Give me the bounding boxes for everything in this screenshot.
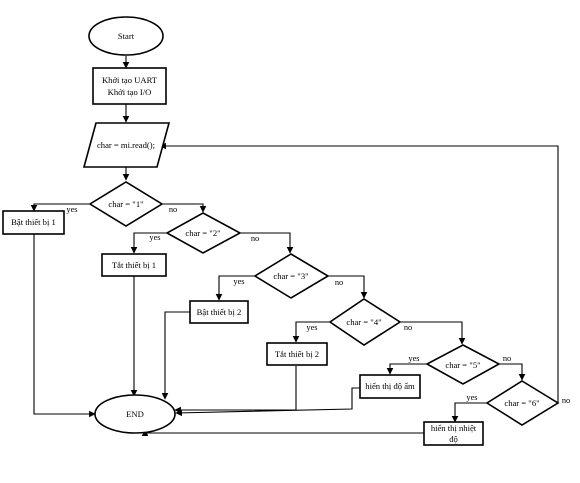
- action-2: Tắt thiết bị 1: [101, 253, 167, 277]
- decision-6-label: char = "6": [504, 398, 539, 408]
- action-3: Bật thiết bị 2: [189, 300, 249, 324]
- action-4: Tắt thiết bị 2: [266, 342, 328, 366]
- arrow-dec4-yes: [292, 321, 330, 343]
- action-5: hiển thị độ ẩm: [359, 374, 421, 399]
- action-3-label: Bật thiết bị 2: [197, 307, 242, 317]
- action-6: hiển thị nhiệt độ: [423, 421, 484, 446]
- arrow-dec2-yes: [130, 232, 167, 254]
- dec1-yes-label: yes: [66, 205, 77, 214]
- connectors: [30, 56, 559, 436]
- arrow-dec3-yes: [215, 275, 255, 301]
- arrow-dec5-no: [499, 363, 526, 381]
- arrow-dec1-yes: [30, 203, 90, 212]
- init-uart-label: Khởi tạo UART: [102, 75, 158, 85]
- decision-6: char = "6": [485, 380, 560, 426]
- dec4-no-label: no: [404, 323, 412, 332]
- decision-4: char = "4": [328, 298, 402, 346]
- read-io: char = mi.read();: [82, 122, 171, 168]
- init-process: Khởi tạo UART Khởi tạo I/O: [92, 67, 167, 105]
- arrow-dec6-yes: [451, 402, 487, 423]
- dec5-yes-label: yes: [408, 354, 419, 363]
- decision-4-label: char = "4": [346, 317, 381, 327]
- arrow-dec6-no-loop: [159, 142, 559, 403]
- action-1-label: Bật thiết bị 1: [11, 217, 56, 227]
- action-6-label-line1: hiển thị nhiệt: [431, 423, 477, 433]
- arrow-dec5-yes: [386, 363, 427, 375]
- start-label: Start: [118, 31, 135, 41]
- dec3-yes-label: yes: [233, 277, 244, 286]
- decision-5-label: char = "5": [445, 360, 480, 370]
- arrow-act5-to-end: [175, 387, 360, 417]
- action-1: Bật thiết bị 1: [2, 210, 65, 235]
- init-io-label: Khởi tạo I/O: [108, 87, 152, 97]
- decision-2: char = "2": [165, 212, 242, 254]
- arrow-dec4-no: [400, 321, 466, 345]
- decision-2-label: char = "2": [185, 228, 220, 238]
- action-6-label-line2: độ: [449, 434, 458, 444]
- edge-labels: yes no yes no yes no yes no yes no yes n…: [66, 205, 570, 405]
- dec6-yes-label: yes: [466, 393, 477, 402]
- dec5-no-label: no: [503, 354, 511, 363]
- dec2-yes-label: yes: [149, 233, 160, 242]
- end-terminal: END: [94, 394, 176, 434]
- arrow-act4-to-end: [174, 366, 297, 414]
- decision-1-label: char = "1": [108, 199, 143, 209]
- decision-3: char = "3": [253, 253, 330, 299]
- start-terminal: Start: [88, 16, 164, 56]
- dec1-no-label: no: [169, 205, 177, 214]
- action-2-label: Tắt thiết bị 1: [112, 260, 156, 270]
- arrow-act6-to-end: [141, 429, 424, 436]
- dec6-no-label: no: [562, 396, 570, 405]
- arrow-act3-to-end: [161, 311, 190, 400]
- arrow-dec1-no: [162, 203, 207, 213]
- dec4-yes-label: yes: [306, 323, 317, 332]
- decision-3-label: char = "3": [273, 271, 308, 281]
- read-label: char = mi.read();: [97, 140, 155, 150]
- action-4-label: Tắt thiết bị 2: [275, 349, 319, 359]
- arrow-act1-to-end: [33, 234, 96, 418]
- dec3-no-label: no: [335, 278, 343, 287]
- decision-1: char = "1": [88, 181, 164, 227]
- arrow-dec2-no: [240, 232, 294, 254]
- end-label: END: [126, 409, 144, 419]
- decision-5: char = "5": [425, 344, 501, 385]
- arrow-dec3-no: [328, 275, 368, 299]
- dec2-no-label: no: [251, 234, 259, 243]
- action-5-label: hiển thị độ ẩm: [365, 381, 415, 391]
